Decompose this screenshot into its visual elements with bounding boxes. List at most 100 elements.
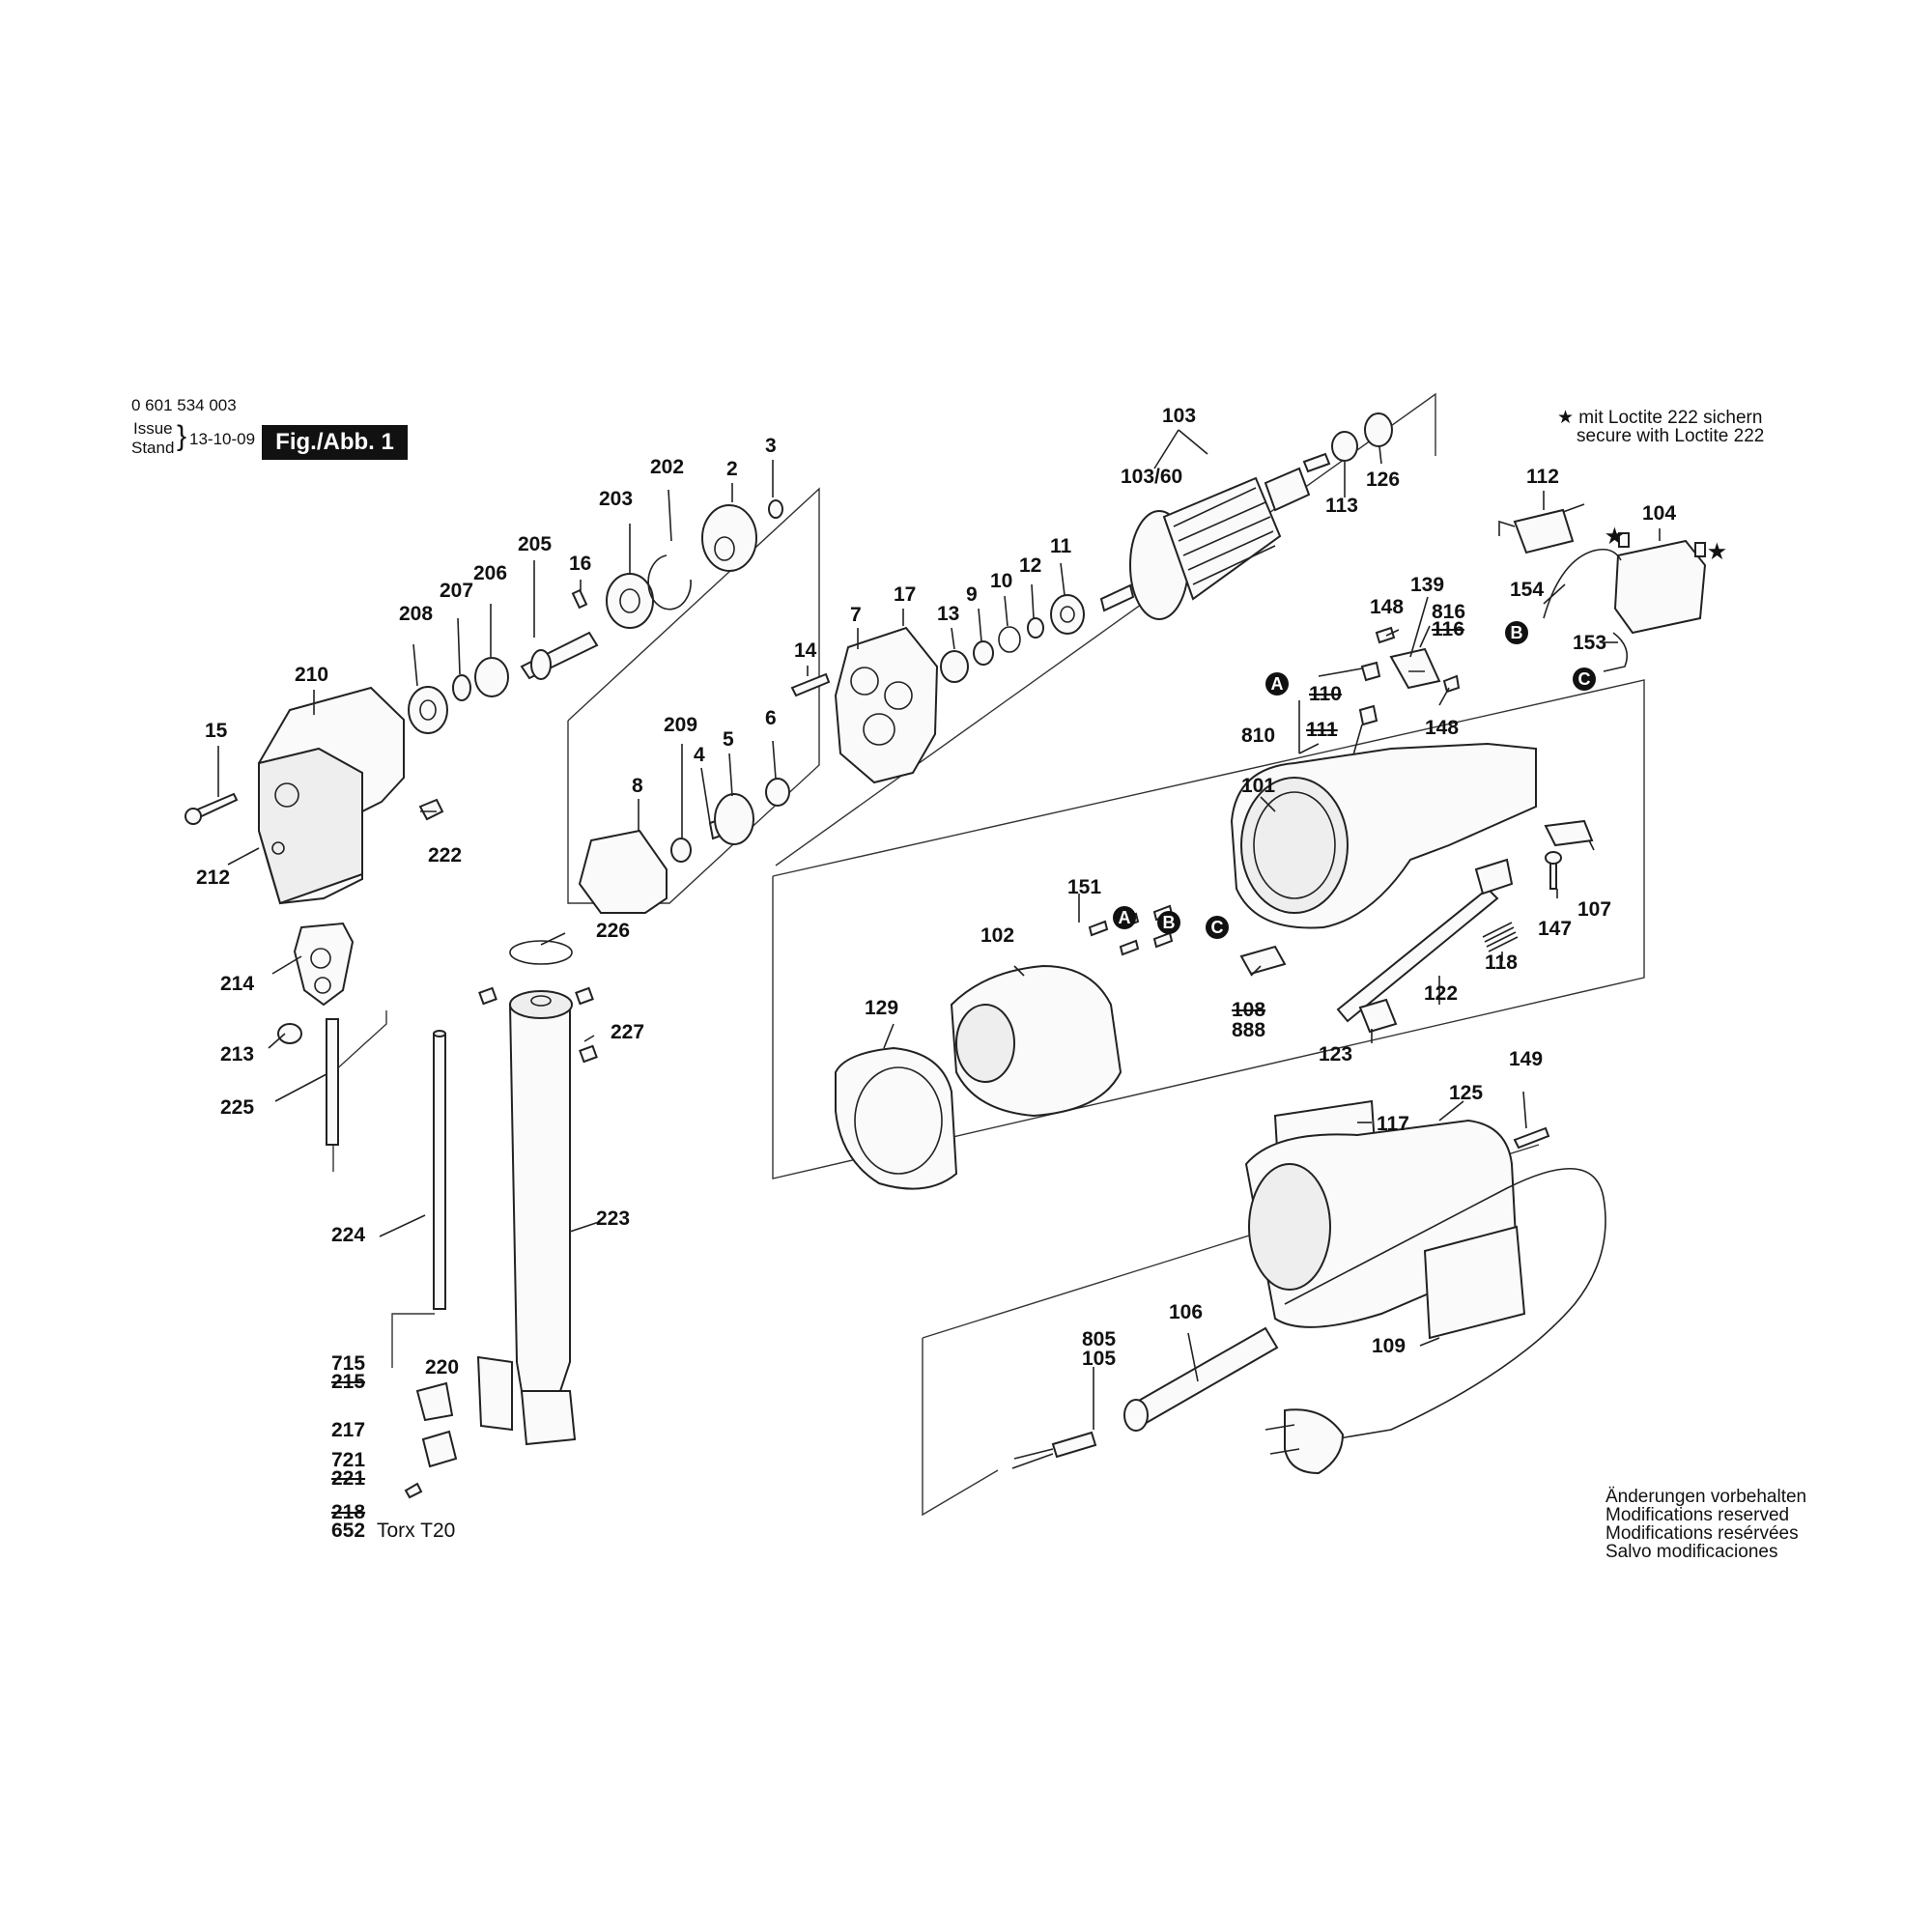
bearing-203-inner xyxy=(619,588,640,613)
label-101: 101 xyxy=(1241,775,1275,797)
gear-housing-7 xyxy=(834,626,939,784)
endcap-129 xyxy=(835,1046,958,1190)
needle-bearing-206 xyxy=(474,657,509,697)
spring-118 xyxy=(1482,922,1519,952)
badge-A-top xyxy=(1265,672,1289,696)
label-148-top: 148 xyxy=(1370,596,1404,618)
cap-126 xyxy=(1364,412,1393,447)
bearing-208 xyxy=(408,686,448,734)
switch-plate-107 xyxy=(1544,819,1594,847)
suppressor-112-wire xyxy=(1498,503,1585,536)
label-110: 110 xyxy=(1309,683,1342,705)
connector-151d xyxy=(1119,939,1140,956)
plug xyxy=(1284,1408,1345,1475)
label-11: 11 xyxy=(1050,535,1072,557)
pin-227c xyxy=(579,1044,598,1064)
bearing-208-inner xyxy=(419,699,437,721)
label-106: 106 xyxy=(1169,1301,1203,1323)
gear-5 xyxy=(714,793,754,845)
handle-cable-group xyxy=(1011,1099,1606,1475)
pin-227b xyxy=(575,986,594,1006)
label-220: 220 xyxy=(425,1356,459,1378)
bearing-11 xyxy=(1050,594,1085,635)
badge-C-mid xyxy=(1206,916,1229,939)
pin-holder-hole xyxy=(310,948,331,969)
bearing-209 xyxy=(670,838,692,863)
field-102-bore xyxy=(955,1004,1015,1083)
label-207: 207 xyxy=(440,580,473,602)
screw-148a xyxy=(1375,626,1396,644)
stud-225 xyxy=(326,1018,339,1146)
badge-A-top-letter: A xyxy=(1271,674,1284,694)
blade-217 xyxy=(415,1381,454,1422)
label-6: 6 xyxy=(765,707,777,729)
ram-223-foot xyxy=(520,1390,577,1446)
frame-blade-set xyxy=(391,1313,435,1368)
washer-13 xyxy=(940,650,969,683)
label-218: 218 xyxy=(331,1501,365,1523)
housing-hole-2 xyxy=(271,841,285,855)
oring-226 xyxy=(509,940,573,965)
suppressor-112 xyxy=(1513,508,1575,554)
sleeve-106 xyxy=(1128,1326,1279,1427)
label-13: 13 xyxy=(937,603,959,625)
label-104: 104 xyxy=(1642,502,1676,525)
label-816: 816 xyxy=(1432,601,1465,623)
shaft-205-collar xyxy=(530,649,552,680)
label-223: 223 xyxy=(596,1208,630,1230)
brush-111 xyxy=(1358,704,1378,726)
modifications-note-fr: Modifications resérvées xyxy=(1605,1523,1799,1544)
badge-B-top xyxy=(1505,621,1528,644)
setscrew-222 xyxy=(418,798,444,821)
gear-2-hub xyxy=(714,536,735,561)
label-2: 2 xyxy=(726,458,738,480)
blade-holder-220 xyxy=(476,1355,513,1432)
switch-rod-122-head xyxy=(1474,858,1514,895)
label-721: 721 xyxy=(331,1449,365,1471)
button-123 xyxy=(1358,998,1398,1034)
label-108: 108 xyxy=(1232,999,1265,1021)
label-139: 139 xyxy=(1410,574,1444,596)
ram-223-bore xyxy=(530,995,552,1007)
label-215: 215 xyxy=(331,1371,365,1393)
connector-badges: A B C A B C xyxy=(1113,621,1596,939)
frame-blade-rod xyxy=(332,1010,387,1172)
screw-147-head xyxy=(1545,851,1562,865)
label-108 xyxy=(1239,945,1287,976)
armature-group xyxy=(1099,412,1393,620)
frame-field-group xyxy=(772,679,1645,1179)
label-210: 210 xyxy=(295,664,328,686)
housing-hole xyxy=(274,782,299,808)
label-10: 10 xyxy=(990,570,1012,592)
label-117: 117 xyxy=(1377,1113,1409,1135)
label-17: 17 xyxy=(894,583,916,606)
label-15: 15 xyxy=(205,720,228,742)
label-111: 111 xyxy=(1306,719,1338,741)
armature-commutator xyxy=(1264,467,1311,512)
label-129: 129 xyxy=(865,997,898,1019)
modifications-note-de: Änderungen vorbehalten xyxy=(1605,1487,1807,1507)
label-103-60: 103/60 xyxy=(1121,466,1182,488)
leader-lines xyxy=(217,429,1661,1430)
blade-ram-group xyxy=(404,940,598,1499)
label-217: 217 xyxy=(331,1419,365,1441)
pin-227a xyxy=(478,986,497,1006)
badge-C-mid-letter: C xyxy=(1211,918,1224,937)
label-224: 224 xyxy=(331,1224,365,1246)
label-126: 126 xyxy=(1366,469,1400,491)
label-3: 3 xyxy=(765,435,777,457)
screw-148b xyxy=(1442,674,1461,694)
gear-housing-group xyxy=(578,594,1085,914)
blade-221 xyxy=(421,1430,458,1468)
nut-213 xyxy=(277,1023,302,1044)
pin-holder-214 xyxy=(293,922,355,1007)
circlip-202 xyxy=(647,554,692,611)
bearing-11-inner xyxy=(1060,606,1075,623)
ring-207 xyxy=(452,674,471,701)
connector-151e xyxy=(1152,931,1174,949)
bearing-6 xyxy=(765,778,790,807)
label-12: 12 xyxy=(1019,554,1041,577)
washer-10 xyxy=(998,626,1021,653)
badge-C-top xyxy=(1573,668,1596,691)
motor-housing-group xyxy=(835,742,1594,1190)
